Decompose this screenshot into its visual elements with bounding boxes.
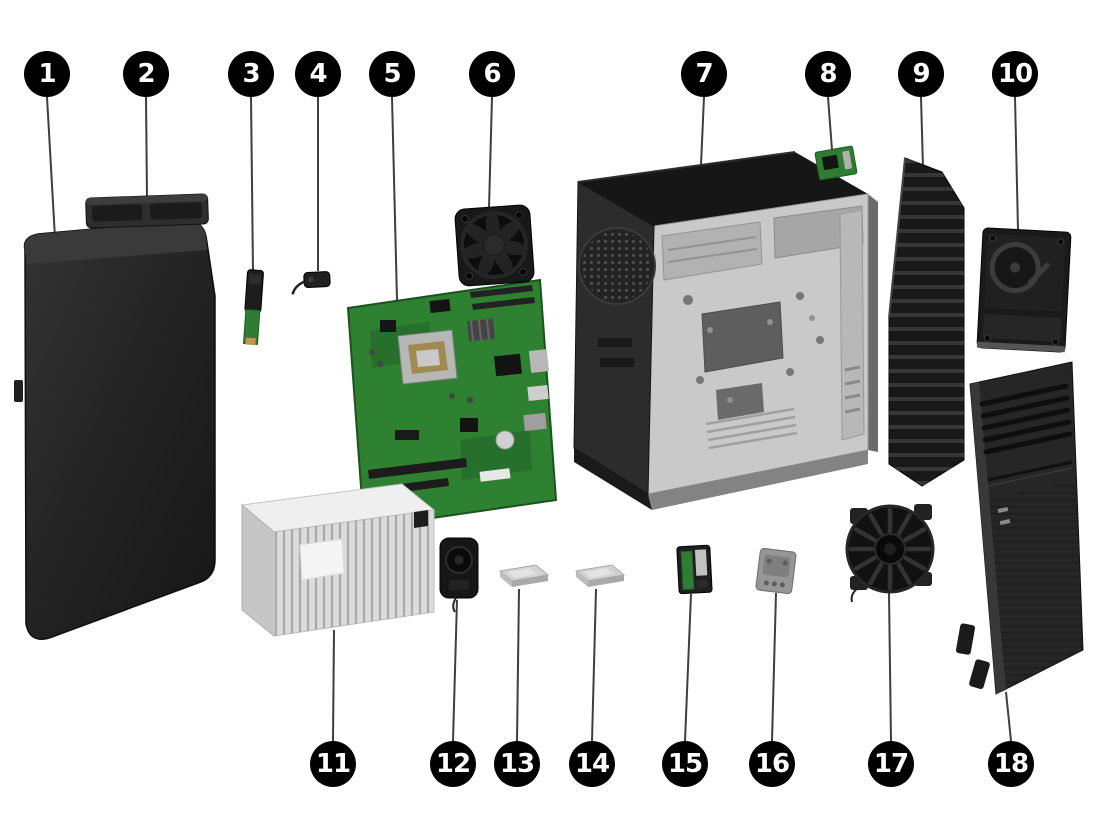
part-03-m2-module-illustration (242, 269, 264, 346)
leader-line-16 (771, 592, 777, 742)
callout-16: 16 (749, 741, 795, 787)
part-18-front-bezel-illustration (955, 361, 1084, 695)
part-14-processor-illustration (574, 564, 626, 587)
callout-15: 15 (662, 741, 708, 787)
part-09-fan-duct-illustration (888, 157, 965, 487)
part-15-drive-module-illustration (676, 544, 713, 595)
leader-lines (46, 96, 1019, 742)
part-04-connector-module-illustration (291, 271, 331, 295)
part-02-bezel-blank-illustration (85, 193, 209, 229)
part-16-bracket-illustration (755, 547, 797, 595)
callout-12: 12 (430, 741, 476, 787)
leader-line-9 (920, 96, 924, 169)
part-07-chassis-illustration (573, 151, 878, 510)
callout-8: 8 (805, 51, 851, 97)
part-13-processor-illustration (498, 564, 550, 587)
part-01-access-panel-illustration (14, 220, 216, 640)
leader-line-10 (1014, 96, 1019, 231)
callout-9: 9 (898, 51, 944, 97)
part-05-system-board-illustration (346, 278, 558, 530)
callout-13: 13 (494, 741, 540, 787)
leader-line-12 (452, 599, 458, 742)
leader-line-11 (332, 629, 335, 742)
leader-line-18 (1005, 691, 1012, 742)
leader-line-3 (250, 96, 254, 272)
leader-line-8 (827, 96, 833, 151)
bezel-vent-slots (979, 383, 1073, 455)
callout-18: 18 (988, 741, 1034, 787)
part-10-hard-drive-illustration (976, 227, 1072, 353)
callout-11: 11 (310, 741, 356, 787)
callout-1: 1 (24, 51, 70, 97)
leader-line-2 (145, 96, 148, 199)
leader-line-5 (391, 96, 398, 301)
part-06-chassis-fan-illustration (454, 204, 535, 287)
callout-10: 10 (992, 51, 1038, 97)
callout-4: 4 (295, 51, 341, 97)
callout-5: 5 (369, 51, 415, 97)
callout-7: 7 (681, 51, 727, 97)
callout-6: 6 (469, 51, 515, 97)
leader-line-6 (488, 96, 493, 209)
callout-2: 2 (123, 51, 169, 97)
leader-line-1 (46, 96, 56, 239)
leader-line-15 (684, 593, 692, 742)
leader-line-13 (516, 588, 520, 742)
callout-14: 14 (569, 741, 615, 787)
part-17-heat-sink-fan-illustration (845, 504, 935, 603)
leader-line-14 (591, 588, 597, 742)
heatsink-fins (848, 507, 932, 591)
part-08-option-card-illustration (814, 145, 858, 181)
callout-17: 17 (868, 741, 914, 787)
leader-line-17 (888, 592, 892, 742)
callout-3: 3 (228, 51, 274, 97)
part-12-speaker-illustration (439, 537, 479, 613)
part-11-power-supply-illustration (240, 483, 436, 638)
leader-line-7 (700, 96, 705, 166)
